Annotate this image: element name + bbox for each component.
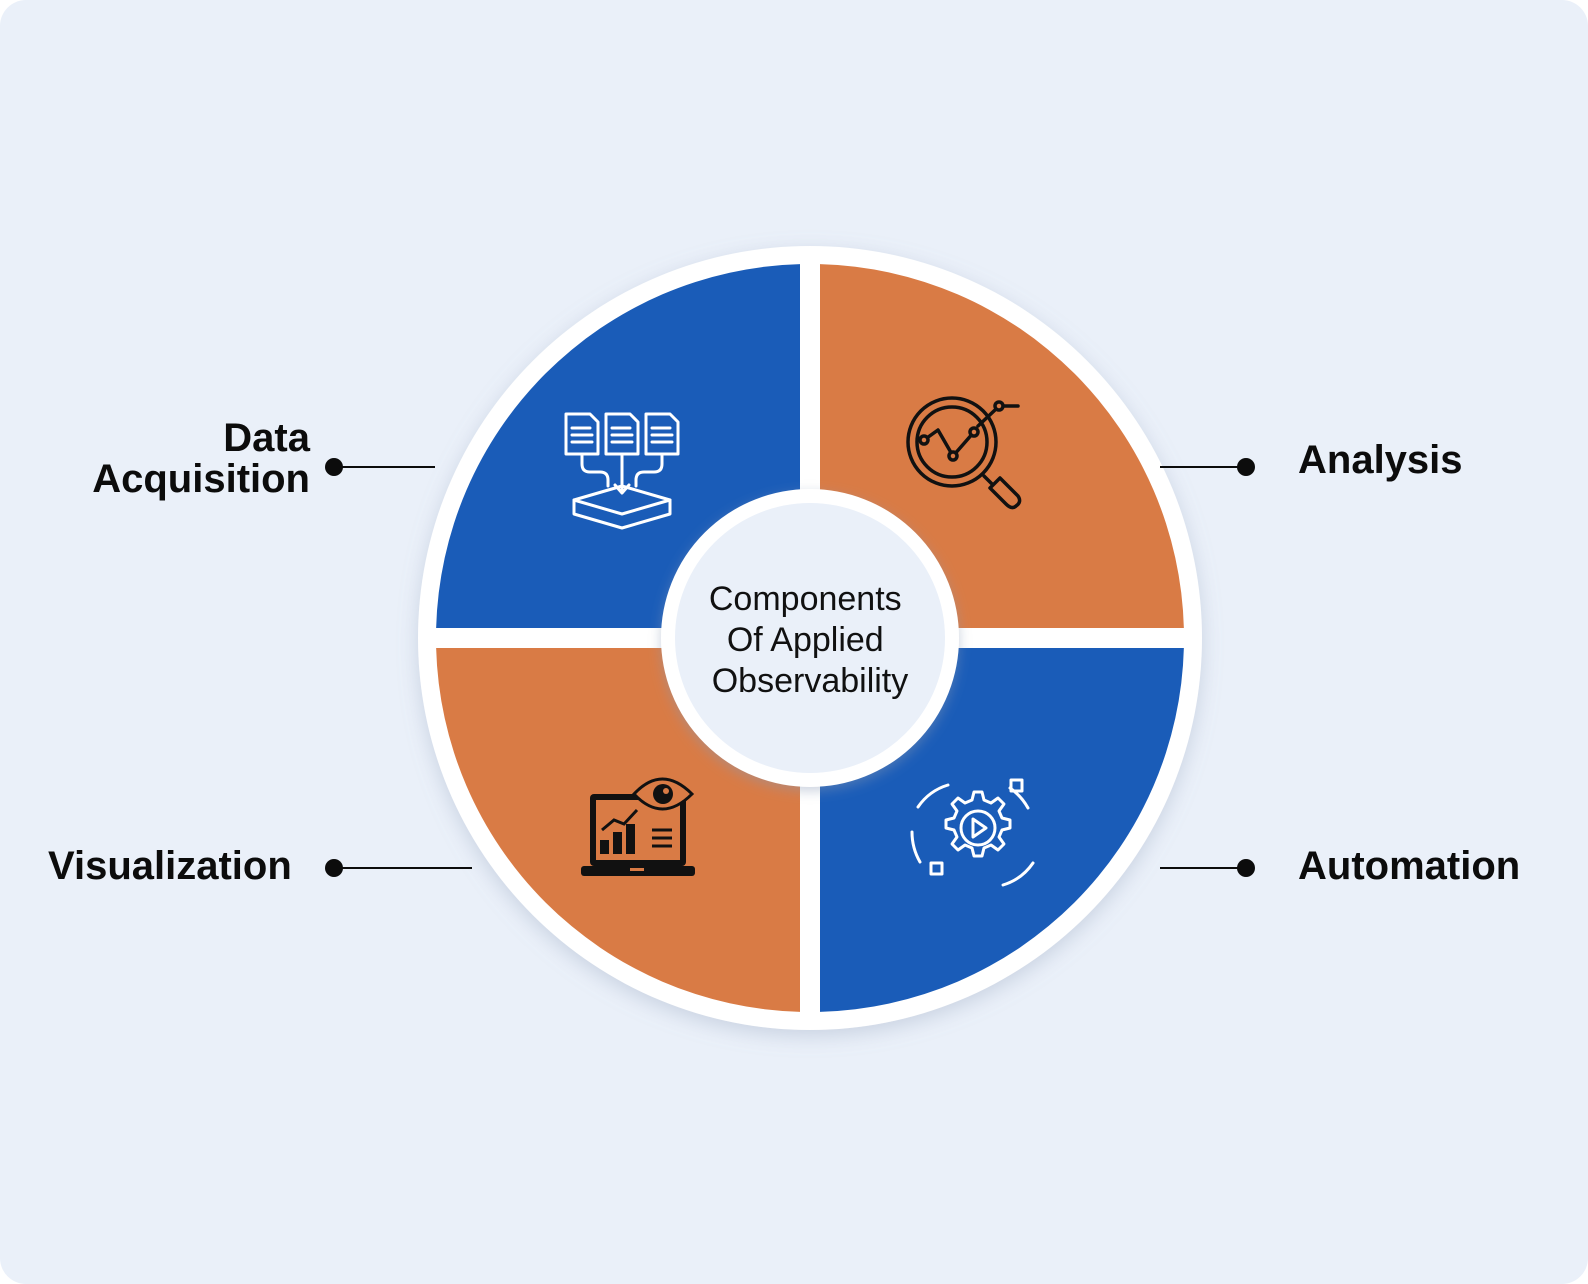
connector-data-acquisition (325, 458, 435, 476)
laptop-chart-eye-icon (581, 777, 695, 876)
component-label-data-acquisition: Data Acquisition (60, 418, 310, 500)
label-line: Visualization (48, 844, 292, 888)
label-line: Automation (1298, 844, 1521, 888)
component-label-visualization: Visualization (48, 846, 292, 887)
connector-analysis (1160, 458, 1255, 476)
center-title-line-1: Components (709, 580, 902, 618)
magnifier-chart-icon (906, 396, 1022, 510)
connector-visualization (325, 859, 472, 877)
center-title-line-2: Of Applied (727, 621, 884, 659)
component-label-analysis: Analysis (1298, 440, 1463, 481)
connector-automation (1160, 859, 1255, 877)
data-collection-icon (564, 412, 680, 530)
label-line: Data (223, 416, 310, 460)
gear-play-icon (910, 778, 1035, 887)
label-line: Acquisition (92, 457, 310, 501)
center-title: Components Of Applied Observability (709, 580, 911, 700)
center-hub (661, 489, 959, 787)
label-line: Analysis (1298, 438, 1463, 482)
center-title-line-3: Observability (712, 662, 909, 700)
component-label-automation: Automation (1298, 846, 1520, 887)
